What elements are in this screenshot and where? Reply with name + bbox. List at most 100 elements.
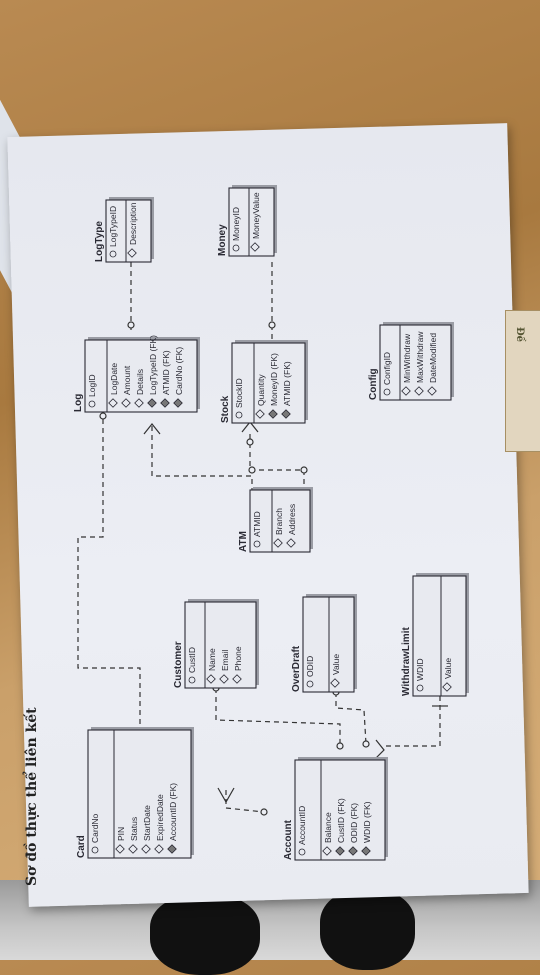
attribute-field: Value (331, 654, 341, 675)
attribute-icon (427, 386, 437, 396)
attribute-icon (219, 674, 229, 684)
attribute-field: ATMID (FK) (161, 350, 171, 395)
entity-box (231, 342, 306, 424)
entity-box (87, 729, 192, 859)
attribute-field: Address (287, 504, 297, 535)
fk-icon (281, 409, 291, 419)
attribute-field: DateModified (428, 333, 438, 383)
entity-box (294, 759, 386, 861)
attribute-icon (401, 386, 411, 396)
attribute-field: Branch (274, 508, 284, 535)
key-icon (235, 411, 243, 419)
attribute-icon (108, 398, 118, 408)
attribute-field: Balance (323, 812, 333, 843)
attribute-icon (232, 674, 242, 684)
key-icon (109, 250, 117, 258)
attribute-field: CardNo (FK) (174, 347, 184, 395)
marker-crowfoot (217, 787, 235, 804)
pk-field: ConfigID (382, 352, 392, 385)
attribute-icon (414, 386, 424, 396)
rel-atm-log (151, 426, 253, 493)
entity-name: Customer (173, 641, 184, 688)
attribute-icon (330, 678, 340, 688)
key-icon (188, 676, 196, 684)
fk-icon (167, 844, 177, 854)
attribute-field: LogTypeID (FK) (148, 335, 158, 395)
rel-overdraft-account (335, 692, 367, 745)
entity-name: Money (217, 224, 228, 256)
key-icon (88, 400, 96, 408)
marker-crowfoot (375, 739, 385, 759)
fk-icon (147, 398, 157, 408)
attribute-field: CustID (FK) (336, 798, 346, 843)
rel-withdrawlimit-account (382, 696, 441, 747)
attribute-field: AccountID (FK) (168, 783, 178, 841)
entity-name: Config (368, 368, 379, 400)
rel-customer-account (215, 688, 341, 746)
pk-field: WDID (415, 658, 425, 681)
attribute-icon (286, 538, 296, 548)
marker-circle (99, 412, 107, 420)
fk-icon (335, 846, 345, 856)
attribute-field: Email (220, 650, 230, 671)
marker-crowfoot (143, 423, 161, 435)
attribute-icon (128, 844, 138, 854)
attribute-field: WDID (FK) (362, 801, 372, 843)
attribute-field: PIN (116, 827, 126, 841)
fk-icon (348, 846, 358, 856)
shoe-right (320, 890, 415, 970)
attribute-icon (115, 844, 125, 854)
pk-field: MoneyID (231, 207, 241, 241)
fk-icon (173, 398, 183, 408)
pk-field: CustID (187, 647, 197, 673)
attribute-field: MinWithdraw (402, 333, 412, 383)
page-heading: Sơ đồ thực thể liên kết (22, 707, 40, 886)
entity-box (379, 324, 452, 401)
attribute-field: Value (443, 658, 453, 679)
marker-circle (260, 808, 268, 816)
entity-name: Account (283, 819, 294, 860)
attribute-icon (255, 409, 265, 419)
attribute-icon (206, 674, 216, 684)
attribute-field: MaxWithdraw (415, 331, 425, 383)
pk-field: LogTypeID (108, 206, 118, 247)
entity-name: OverDraft (291, 645, 302, 692)
attribute-icon (141, 844, 151, 854)
marker-circle (248, 466, 256, 474)
entity-box (105, 199, 152, 263)
side-book: Đề (505, 310, 540, 452)
key-icon (383, 388, 391, 396)
attribute-field: Phone (233, 646, 243, 671)
attribute-icon (442, 682, 452, 692)
attribute-icon (250, 242, 260, 252)
attribute-icon (134, 398, 144, 408)
marker-circle (127, 321, 135, 329)
pk-field: CardNo (90, 813, 100, 843)
attribute-field: Status (129, 817, 139, 841)
key-icon (91, 846, 99, 854)
entity-name: Log (73, 394, 84, 412)
attribute-icon (273, 538, 283, 548)
attribute-field: MoneyValue (251, 192, 261, 239)
key-icon (232, 244, 240, 252)
marker-circle (336, 742, 344, 750)
fk-icon (268, 409, 278, 419)
attribute-field: Name (207, 648, 217, 671)
marker-circle (268, 321, 276, 329)
rel-card-log (77, 416, 141, 733)
key-icon (306, 680, 314, 688)
entity-box (184, 601, 257, 689)
rel-atm-stock (249, 430, 305, 493)
attribute-icon (127, 248, 137, 258)
key-icon (298, 848, 306, 856)
entity-box (249, 489, 311, 553)
attribute-field: ODID (FK) (349, 803, 359, 843)
attribute-field: Quantity (256, 374, 266, 406)
